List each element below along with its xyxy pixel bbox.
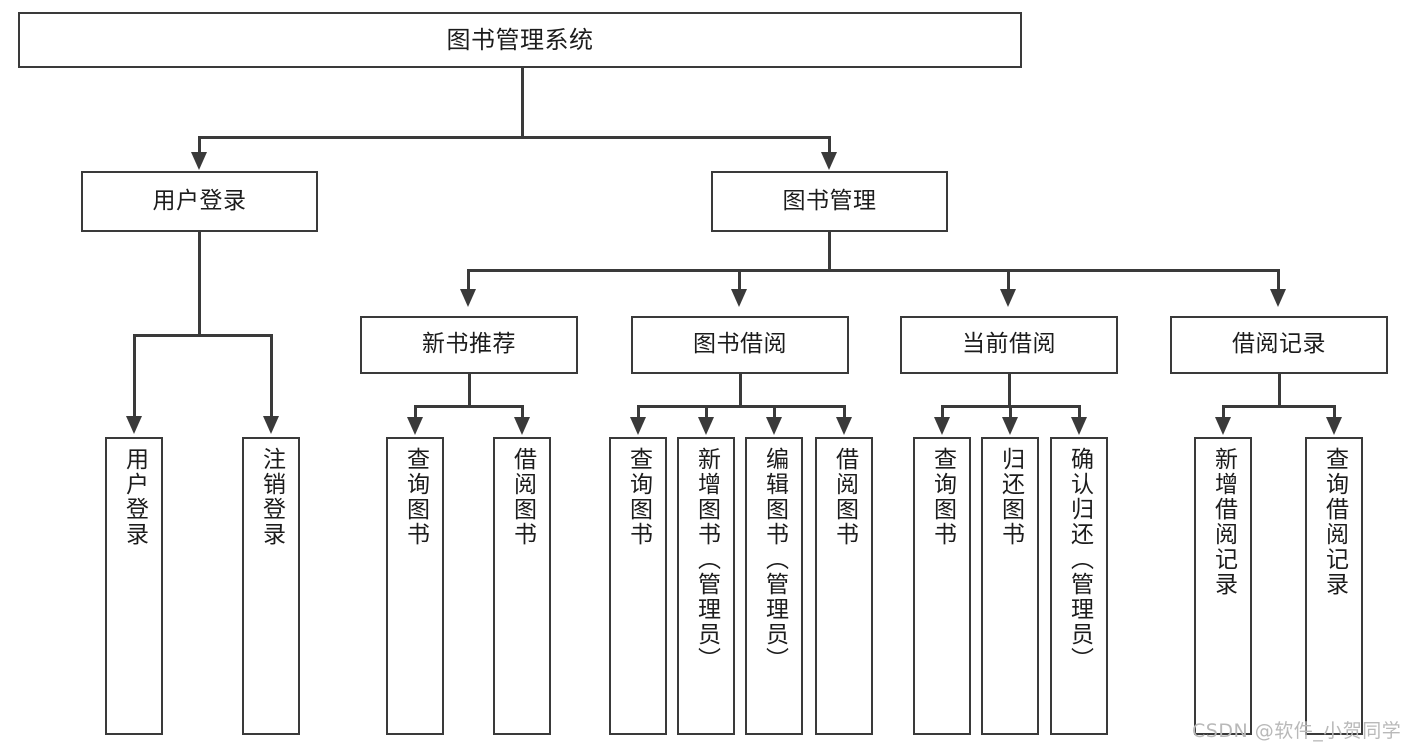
- arrow-bb-child-2: [698, 417, 714, 435]
- connector-br-child-2: [1333, 405, 1336, 419]
- watermark: CSDN @软件_小贺同学: [1192, 720, 1402, 742]
- leaf-br-add-record[interactable]: 新增借阅记录: [1194, 437, 1252, 735]
- node-label: 编辑图书（管理员）: [761, 447, 788, 672]
- node-book-management[interactable]: 图书管理: [711, 171, 948, 232]
- arrow-bm-to-current-borrow: [1000, 289, 1016, 307]
- connector-user-login-bar: [133, 334, 272, 337]
- arrow-bm-to-new-book: [460, 289, 476, 307]
- node-current-borrow[interactable]: 当前借阅: [900, 316, 1118, 374]
- leaf-user-login[interactable]: 用户登录: [105, 437, 163, 735]
- connector-br-stem: [1278, 374, 1281, 407]
- node-label: 新增图书（管理员）: [693, 447, 720, 672]
- arrow-cb-child-1: [934, 417, 950, 435]
- arrow-br-child-1: [1215, 417, 1231, 435]
- connector-br-child-1: [1222, 405, 1225, 419]
- leaf-br-query-record[interactable]: 查询借阅记录: [1305, 437, 1363, 735]
- connector-bb-bar: [637, 405, 845, 408]
- node-label: 归还图书: [997, 447, 1024, 547]
- connector-book-management-stem: [828, 232, 831, 271]
- node-label: 注销登录: [258, 447, 285, 547]
- arrow-bb-child-4: [836, 417, 852, 435]
- node-new-book-recommend[interactable]: 新书推荐: [360, 316, 578, 374]
- node-root-book-management-system[interactable]: 图书管理系统: [18, 12, 1022, 68]
- node-label: 借阅图书: [831, 447, 858, 547]
- arrow-cb-child-3: [1071, 417, 1087, 435]
- node-label: 借阅记录: [1232, 331, 1326, 358]
- arrow-root-to-book-management: [821, 152, 837, 170]
- connector-user-login-stem: [198, 232, 201, 336]
- node-label: 用户登录: [152, 187, 247, 214]
- node-label: 查询图书: [929, 447, 956, 547]
- connector-root-bar: [198, 136, 831, 139]
- arrow-br-child-2: [1326, 417, 1342, 435]
- arrow-cb-child-2: [1002, 417, 1018, 435]
- connector-root-to-book-management: [828, 136, 831, 154]
- connector-nbr-child-1: [414, 405, 417, 419]
- arrow-bb-child-3: [766, 417, 782, 435]
- arrow-root-to-user-login: [191, 152, 207, 170]
- arrow-bm-to-book-borrow: [731, 289, 747, 307]
- node-label: 新书推荐: [422, 331, 516, 358]
- node-borrow-record[interactable]: 借阅记录: [1170, 316, 1388, 374]
- arrow-bb-child-1: [630, 417, 646, 435]
- connector-bb-child-1: [637, 405, 640, 419]
- arrow-nbr-child-1: [407, 417, 423, 435]
- connector-cb-child-1: [941, 405, 944, 419]
- node-label: 新增借阅记录: [1210, 447, 1237, 597]
- leaf-bb-borrow-book[interactable]: 借阅图书: [815, 437, 873, 735]
- connector-root-to-user-login: [198, 136, 201, 154]
- node-user-login[interactable]: 用户登录: [81, 171, 318, 232]
- leaf-logout[interactable]: 注销登录: [242, 437, 300, 735]
- connector-user-login-child-1: [133, 334, 136, 418]
- leaf-cb-return-book[interactable]: 归还图书: [981, 437, 1039, 735]
- node-label: 借阅图书: [509, 447, 536, 547]
- arrow-user-login-child-2: [263, 416, 279, 434]
- node-label: 图书管理: [782, 187, 877, 214]
- connector-nbr-stem: [468, 374, 471, 407]
- connector-bb-child-3: [773, 405, 776, 419]
- arrow-nbr-child-2: [514, 417, 530, 435]
- node-label: 当前借阅: [962, 331, 1056, 358]
- connector-book-management-bar: [467, 269, 1279, 272]
- leaf-cb-query-book[interactable]: 查询图书: [913, 437, 971, 735]
- leaf-nbr-borrow-book[interactable]: 借阅图书: [493, 437, 551, 735]
- node-label: 图书管理系统: [446, 25, 594, 54]
- leaf-bb-edit-book-admin[interactable]: 编辑图书（管理员）: [745, 437, 803, 735]
- connector-bm-to-book-borrow: [738, 269, 741, 291]
- node-label: 查询借阅记录: [1321, 447, 1348, 597]
- connector-cb-child-2: [1009, 405, 1012, 419]
- leaf-cb-confirm-return-admin[interactable]: 确认归还（管理员）: [1050, 437, 1108, 735]
- leaf-nbr-query-book[interactable]: 查询图书: [386, 437, 444, 735]
- leaf-bb-add-book-admin[interactable]: 新增图书（管理员）: [677, 437, 735, 735]
- node-label: 确认归还（管理员）: [1066, 447, 1093, 672]
- node-book-borrow[interactable]: 图书借阅: [631, 316, 849, 374]
- connector-bb-child-4: [843, 405, 846, 419]
- connector-nbr-bar: [414, 405, 523, 408]
- node-label: 用户登录: [121, 447, 148, 547]
- connector-br-bar: [1222, 405, 1335, 408]
- connector-cb-stem: [1008, 374, 1011, 407]
- arrow-bm-to-borrow-record: [1270, 289, 1286, 307]
- connector-bb-child-2: [705, 405, 708, 419]
- connector-bm-to-new-book: [467, 269, 470, 291]
- connector-bm-to-borrow-record: [1277, 269, 1280, 291]
- connector-bb-stem: [739, 374, 742, 407]
- connector-bm-to-current-borrow: [1007, 269, 1010, 291]
- connector-nbr-child-2: [521, 405, 524, 419]
- leaf-bb-query-book[interactable]: 查询图书: [609, 437, 667, 735]
- node-label: 查询图书: [625, 447, 652, 547]
- node-label: 查询图书: [402, 447, 429, 547]
- arrow-user-login-child-1: [126, 416, 142, 434]
- connector-root-stem: [521, 68, 524, 138]
- connector-cb-child-3: [1078, 405, 1081, 419]
- connector-user-login-child-2: [270, 334, 273, 418]
- node-label: 图书借阅: [693, 331, 787, 358]
